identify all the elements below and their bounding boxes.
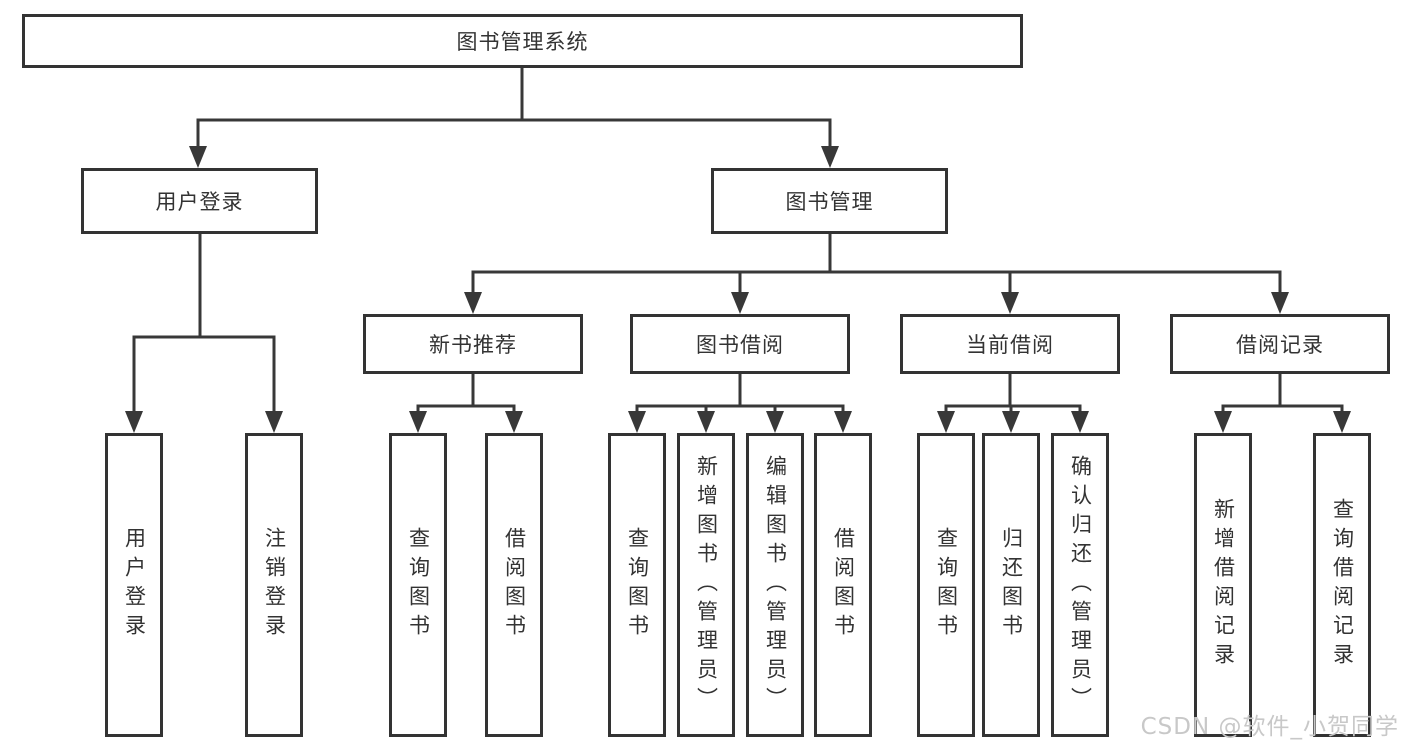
leaf-borrow-books-2: 借阅图书 [814, 433, 872, 737]
arrow-icon [1001, 292, 1019, 314]
arrow-icon [409, 411, 427, 433]
arrow-icon [464, 292, 482, 314]
arrow-icon [834, 411, 852, 433]
connector-userlogin-to-leaves [132, 234, 276, 412]
connector-root-to-level2 [196, 68, 832, 147]
leaf-query-books-3: 查询图书 [917, 433, 975, 737]
node-current-borrowing-label: 当前借阅 [966, 333, 1054, 357]
leaf-logout: 注销登录 [245, 433, 303, 737]
node-borrow-records: 借阅记录 [1170, 314, 1390, 374]
leaf-add-books-admin-label: 新增图书（管理员） [694, 454, 719, 716]
node-book-management-label: 图书管理 [785, 190, 874, 214]
leaf-add-borrow-record-label: 新增借阅记录 [1211, 498, 1236, 672]
connector-current-to-leaves [944, 374, 1082, 412]
leaf-return-books: 归还图书 [982, 433, 1040, 737]
csdn-watermark: CSDN @软件_小贺同学 [1140, 714, 1399, 740]
leaf-return-books-label: 归还图书 [999, 527, 1024, 643]
node-new-book-recommend: 新书推荐 [363, 314, 583, 374]
arrow-icon [265, 411, 283, 433]
arrow-icon [189, 146, 207, 168]
arrow-icon [1071, 411, 1089, 433]
leaf-borrow-books-1: 借阅图书 [485, 433, 543, 737]
connector-bookmgmt-to-level3 [471, 234, 1282, 293]
arrow-icon [697, 411, 715, 433]
leaf-add-borrow-record: 新增借阅记录 [1194, 433, 1252, 737]
node-book-management: 图书管理 [711, 168, 948, 234]
node-new-book-recommend-label: 新书推荐 [429, 333, 517, 357]
leaf-query-books-2: 查询图书 [608, 433, 666, 737]
arrow-icon [1214, 411, 1232, 433]
arrow-icon [731, 292, 749, 314]
leaf-edit-books-admin-label: 编辑图书（管理员） [763, 454, 788, 716]
node-borrow-records-label: 借阅记录 [1236, 333, 1324, 357]
node-user-login-label: 用户登录 [155, 190, 244, 214]
leaf-query-borrow-record: 查询借阅记录 [1313, 433, 1371, 737]
node-user-login: 用户登录 [81, 168, 318, 234]
connector-records-to-leaves [1221, 374, 1344, 412]
leaf-logout-label: 注销登录 [262, 527, 287, 643]
leaf-user-login: 用户登录 [105, 433, 163, 737]
leaf-add-books-admin: 新增图书（管理员） [677, 433, 735, 737]
leaf-borrow-books-2-label: 借阅图书 [831, 527, 856, 643]
arrow-icon [1333, 411, 1351, 433]
leaf-query-books-1-label: 查询图书 [406, 527, 431, 643]
connector-borrowing-to-leaves [635, 374, 845, 412]
node-book-borrowing: 图书借阅 [630, 314, 850, 374]
leaf-query-books-1: 查询图书 [389, 433, 447, 737]
arrow-icon [937, 411, 955, 433]
connector-newbooks-to-leaves [416, 374, 516, 412]
arrow-icon [125, 411, 143, 433]
leaf-confirm-return-admin: 确认归还（管理员） [1051, 433, 1109, 737]
arrow-icon [766, 411, 784, 433]
arrow-icon [628, 411, 646, 433]
leaf-query-borrow-record-label: 查询借阅记录 [1330, 498, 1355, 672]
arrow-icon [505, 411, 523, 433]
leaf-query-books-3-label: 查询图书 [934, 527, 959, 643]
leaf-borrow-books-1-label: 借阅图书 [502, 527, 527, 643]
leaf-user-login-label: 用户登录 [122, 527, 147, 643]
leaf-query-books-2-label: 查询图书 [625, 527, 650, 643]
leaf-edit-books-admin: 编辑图书（管理员） [746, 433, 804, 737]
node-book-borrowing-label: 图书借阅 [696, 333, 784, 357]
arrow-icon [1271, 292, 1289, 314]
node-root-label: 图书管理系统 [456, 30, 589, 54]
node-current-borrowing: 当前借阅 [900, 314, 1120, 374]
arrow-icon [821, 146, 839, 168]
node-root: 图书管理系统 [22, 14, 1023, 68]
arrow-icon [1002, 411, 1020, 433]
leaf-confirm-return-admin-label: 确认归还（管理员） [1068, 454, 1093, 716]
